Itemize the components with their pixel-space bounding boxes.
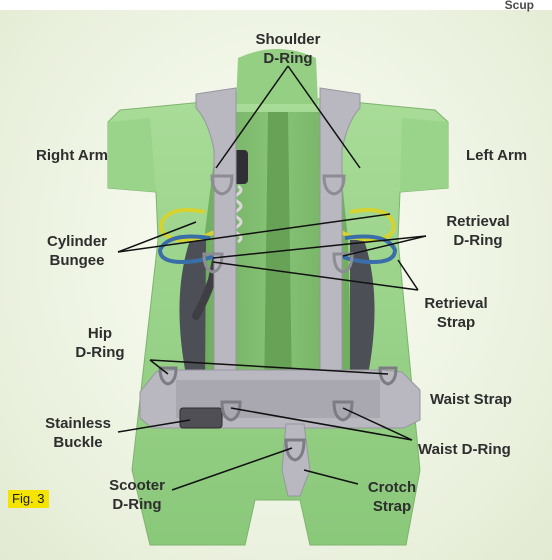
label-retrieval-d-ring-line2: D-Ring — [428, 231, 528, 250]
label-crotch-strap-line2: Strap — [354, 497, 430, 516]
right-arm-sleeve — [108, 118, 156, 192]
label-cylinder-bungee-line1: Cylinder — [30, 232, 124, 251]
backplate-center-channel — [264, 112, 292, 400]
label-crotch-strap-line1: Crotch — [354, 478, 430, 497]
label-retrieval-strap-line2: Strap — [412, 313, 500, 332]
label-retrieval-strap-line1: Retrieval — [412, 294, 500, 313]
label-retrieval-d-ring: Retrieval D-Ring — [428, 212, 528, 250]
label-retrieval-strap: Retrieval Strap — [412, 294, 500, 332]
stainless-buckle — [180, 408, 222, 428]
label-cylinder-bungee-line2: Bungee — [30, 251, 124, 270]
label-left-arm: Left Arm — [466, 146, 527, 165]
left-arm-sleeve — [400, 118, 448, 192]
label-waist-strap: Waist Strap — [430, 390, 512, 409]
label-crotch-strap: Crotch Strap — [354, 478, 430, 516]
label-stainless-buckle-line1: Stainless — [30, 414, 126, 433]
label-hip-d-ring-line2: D-Ring — [60, 343, 140, 362]
label-retrieval-d-ring-line1: Retrieval — [428, 212, 528, 231]
label-cylinder-bungee: Cylinder Bungee — [30, 232, 124, 270]
label-scooter-d-ring-line1: Scooter — [94, 476, 180, 495]
label-hip-d-ring-line1: Hip — [60, 324, 140, 343]
label-waist-d-ring: Waist D-Ring — [418, 440, 511, 459]
label-scooter-d-ring: Scooter D-Ring — [94, 476, 180, 514]
label-right-arm: Right Arm — [36, 146, 108, 165]
label-shoulder-d-ring-line2: D-Ring — [236, 49, 340, 68]
label-stainless-buckle-line2: Buckle — [30, 433, 126, 452]
figure-label: Fig. 3 — [8, 490, 49, 508]
label-shoulder-d-ring: Shoulder D-Ring — [236, 30, 340, 68]
label-hip-d-ring: Hip D-Ring — [60, 324, 140, 362]
label-shoulder-d-ring-line1: Shoulder — [236, 30, 340, 49]
label-stainless-buckle: Stainless Buckle — [30, 414, 126, 452]
label-scooter-d-ring-line2: D-Ring — [94, 495, 180, 514]
